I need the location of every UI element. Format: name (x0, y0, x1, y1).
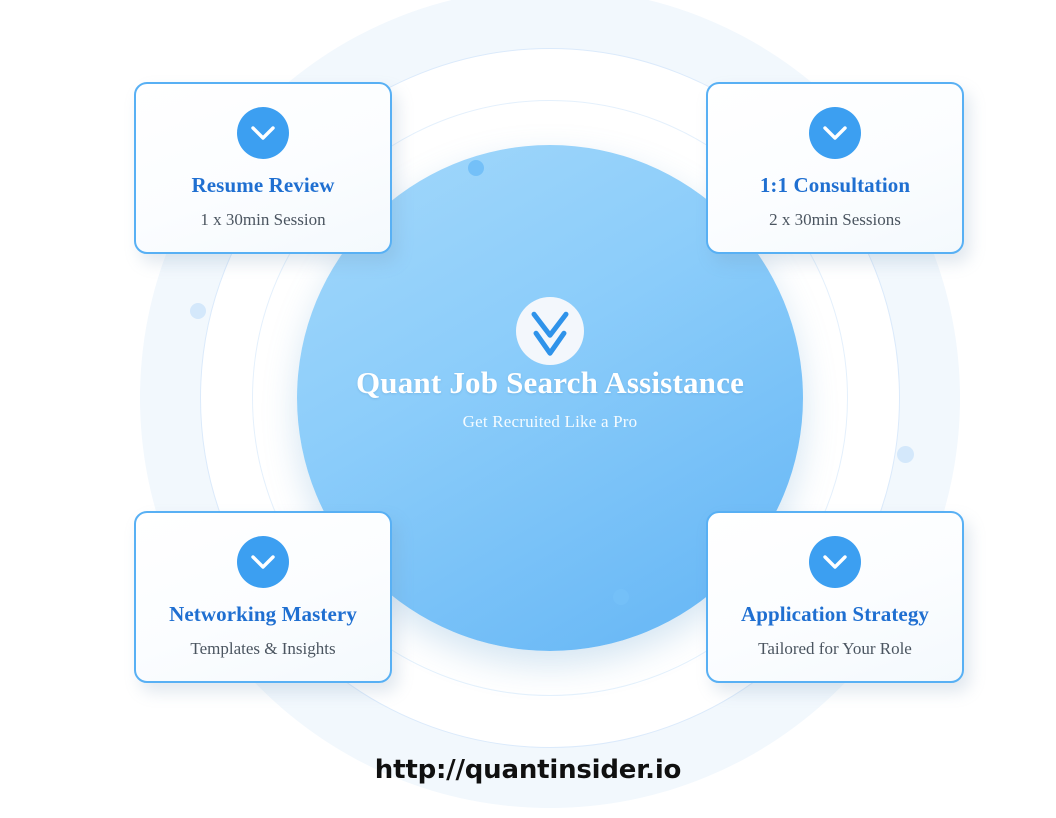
chevron-down-icon (809, 536, 861, 588)
chevron-down-icon (237, 107, 289, 159)
circle-dot-top (468, 160, 484, 176)
page-subtitle: Get Recruited Like a Pro (462, 411, 638, 431)
card-resume-review[interactable]: Resume Review 1 x 30min Session (134, 82, 392, 254)
center-content: Quant Job Search Assistance Get Recruite… (297, 297, 803, 432)
card-title: 1:1 Consultation (759, 173, 911, 197)
card-application-strategy[interactable]: Application Strategy Tailored for Your R… (706, 511, 964, 683)
card-consultation[interactable]: 1:1 Consultation 2 x 30min Sessions (706, 82, 964, 254)
double-chevron-down-icon (516, 297, 584, 365)
ring-dot-right (897, 446, 914, 463)
card-title: Networking Mastery (169, 602, 357, 626)
page-title: Quant Job Search Assistance (355, 365, 745, 400)
card-subtitle: Templates & Insights (190, 639, 336, 658)
chevron-down-icon (809, 107, 861, 159)
card-title: Application Strategy (740, 602, 930, 626)
card-subtitle: Tailored for Your Role (758, 639, 912, 658)
card-subtitle: 2 x 30min Sessions (769, 210, 901, 229)
card-networking-mastery[interactable]: Networking Mastery Templates & Insights (134, 511, 392, 683)
card-title: Resume Review (191, 173, 335, 197)
chevron-down-icon (237, 536, 289, 588)
card-subtitle: 1 x 30min Session (200, 210, 326, 229)
footer-url[interactable]: http://quantinsider.io (374, 755, 682, 785)
ring-dot-left (190, 303, 206, 319)
circle-dot-bottom (613, 589, 629, 605)
